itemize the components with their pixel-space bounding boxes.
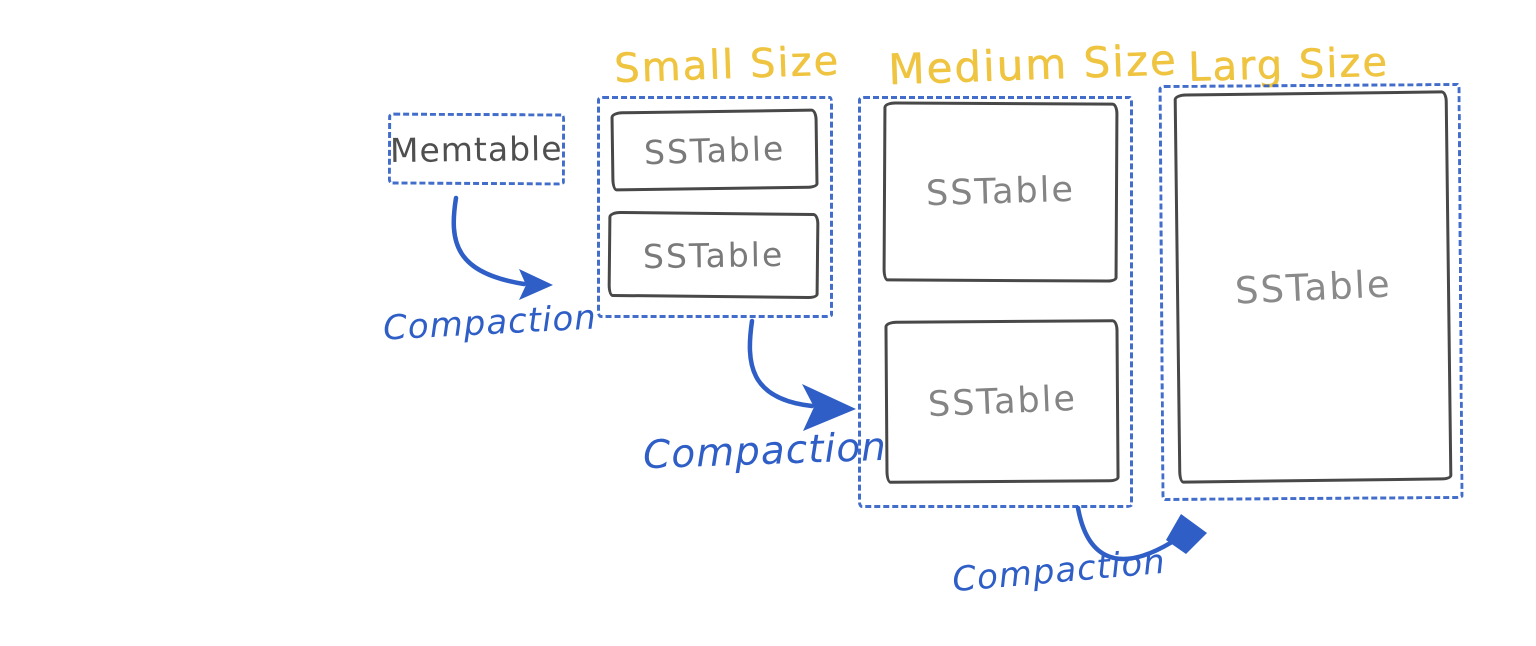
sstable-box-medium-2: SSTable (884, 319, 1120, 484)
arrowhead-small-to-medium (802, 384, 856, 431)
sstable-box-small-2: SSTable (607, 210, 820, 300)
tier-container-medium (858, 96, 1133, 508)
tier-container-small (597, 96, 833, 318)
compaction-label-2: Compaction (642, 424, 888, 479)
memtable-box: Memtable (387, 112, 566, 186)
compaction-arrow-small-to-medium (747, 318, 815, 409)
memtable-label: Memtable (390, 128, 563, 170)
arrowhead-memtable-to-small (519, 269, 553, 300)
compaction-arrow-memtable-to-small (451, 195, 527, 287)
compaction-label-1: Compaction (382, 297, 598, 349)
tier-title-medium: Medium Size (887, 34, 1179, 95)
sstable-box-small-1: SSTable (610, 108, 819, 192)
sstable-box-medium-1: SSTable (882, 101, 1119, 283)
sstable-label: SSTable (642, 234, 785, 276)
compaction-label-3: Compaction (950, 541, 1168, 601)
arrowhead-medium-to-large (1166, 514, 1207, 554)
sstable-label: SSTable (643, 128, 786, 172)
sstable-label: SSTable (926, 378, 1078, 425)
arrowhead-small-to-medium-scribble (812, 392, 848, 424)
tier-title-small: Small Size (613, 38, 841, 92)
sstable-label: SSTable (925, 169, 1076, 215)
sstable-label: SSTable (1233, 261, 1393, 313)
sstable-box-large-1: SSTable (1173, 90, 1453, 484)
